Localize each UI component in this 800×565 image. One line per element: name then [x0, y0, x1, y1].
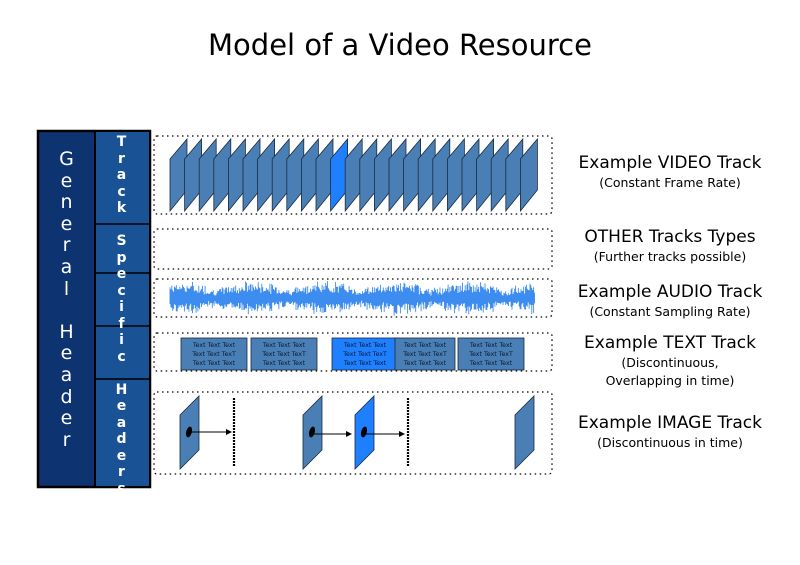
text-cue-box [250, 337, 318, 371]
audio-track-label: Example AUDIO Track (Constant Sampling R… [577, 282, 763, 319]
video-track-label: Example VIDEO Track (Constant Frame Rate… [578, 153, 762, 190]
image-dot [185, 426, 193, 438]
image-dot [360, 426, 368, 438]
text-track-label: Example TEXT Track (Discontinuous, Overl… [584, 333, 756, 388]
text-cue-line: Text Text Text [469, 360, 513, 367]
diagram-title: Model of a Video Resource [208, 28, 592, 62]
text-cue-box [457, 337, 525, 371]
text-cue-line: Text Text TexT [191, 351, 236, 358]
image-arrowhead [226, 429, 232, 435]
text-cue-box [180, 337, 248, 371]
track-container [153, 332, 553, 372]
text-cue-line: Text Text Text [343, 342, 387, 349]
track-container [153, 278, 553, 318]
track-specific-header-column [94, 130, 151, 488]
video-frames [169, 137, 538, 213]
video-frame [520, 137, 538, 213]
image-track-label: Example IMAGE Track (Discontinuous in ti… [578, 413, 762, 450]
audio-waveform [169, 281, 535, 316]
text-cue-box [331, 337, 399, 371]
track-container [153, 391, 553, 475]
text-cue-line: Text Text TexT [342, 351, 387, 358]
image-dot [308, 426, 316, 438]
track-containers [153, 135, 553, 475]
other-tracks-label: OTHER Tracks Types (Further tracks possi… [584, 227, 756, 264]
image-arrowhead [346, 431, 352, 437]
text-cue-line: Text Text Text [262, 360, 306, 367]
image-track-elements [179, 395, 535, 470]
image-arrowhead [399, 431, 405, 437]
text-cue-line: Text Text Text [192, 360, 236, 367]
text-cue-line: Text Text Text [262, 342, 306, 349]
text-cue-line: Text Text Text [343, 360, 387, 367]
track-container [153, 228, 553, 270]
image-frame [514, 395, 535, 470]
text-cue-line: Text Text Text [403, 342, 447, 349]
text-cue-line: Text Text TexT [261, 351, 306, 358]
text-cue-line: Text Text Text [403, 360, 447, 367]
text-cue-line: Text Text TexT [468, 351, 513, 358]
text-cue-line: Text Text TexT [402, 351, 447, 358]
text-cue-line: Text Text Text [192, 342, 236, 349]
text-cue-box [394, 337, 456, 371]
track-header-dividers [95, 223, 150, 380]
track-container [153, 135, 553, 215]
audio-waveform-path [169, 281, 535, 316]
text-cue-line: Text Text Text [469, 342, 513, 349]
